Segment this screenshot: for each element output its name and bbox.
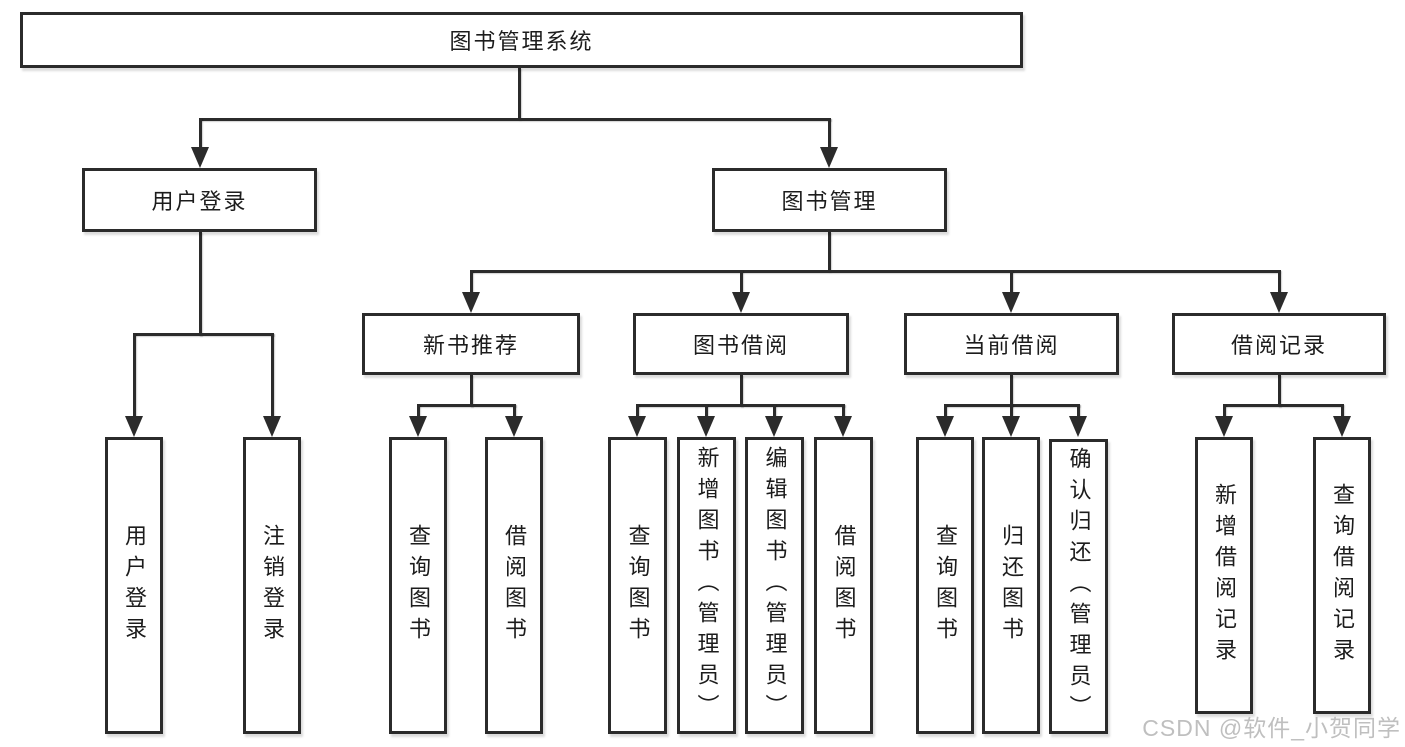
connector-newbook-drop2	[513, 404, 516, 418]
arrowhead-down	[628, 416, 646, 437]
node-label: 图书管理系统	[449, 29, 594, 54]
connector-current-drop2	[1010, 404, 1013, 418]
node-library-system: 图书管理系统	[20, 12, 1023, 68]
leaf-edit-book-admin: 编辑图书（管理员）	[745, 437, 804, 734]
node-label: 用户登录	[122, 523, 147, 648]
connector-newbook-drop1	[417, 404, 420, 418]
node-label: 查询图书	[625, 523, 651, 648]
node-label: 注销登录	[260, 523, 285, 648]
connector-borrow-stem	[740, 375, 743, 407]
node-label: 新增借阅记录	[1212, 482, 1237, 669]
node-label: 借阅图书	[502, 523, 527, 648]
node-current-borrow: 当前借阅	[904, 313, 1119, 375]
node-label: 用户登录	[151, 189, 248, 214]
arrowhead-down	[1002, 292, 1020, 313]
arrowhead-down	[1333, 416, 1351, 437]
arrowhead-down	[834, 416, 852, 437]
arrowhead-down	[191, 147, 209, 168]
arrowhead-down	[263, 416, 281, 437]
leaf-confirm-return-admin: 确认归还（管理员）	[1049, 439, 1108, 734]
connector-borrow-horizontal	[636, 404, 845, 407]
leaf-query-books-borrow: 查询图书	[608, 437, 667, 734]
connector-records-drop1	[1223, 404, 1226, 418]
node-label: 借阅记录	[1230, 333, 1327, 358]
node-user-login: 用户登录	[82, 168, 317, 232]
leaf-query-borrow-record: 查询借阅记录	[1313, 437, 1371, 714]
connector-root-stem	[518, 68, 521, 120]
arrowhead-down	[936, 416, 954, 437]
node-label: 查询图书	[933, 523, 958, 648]
node-label: 归还图书	[999, 523, 1024, 648]
node-label: 当前借阅	[963, 333, 1060, 358]
connector-l2-stem-left	[199, 118, 202, 149]
node-book-management: 图书管理	[712, 168, 947, 232]
connector-l3-drop2	[740, 270, 743, 294]
arrowhead-down	[765, 416, 783, 437]
node-label: 图书借阅	[692, 333, 789, 358]
node-label: 新增图书（管理员）	[694, 446, 720, 725]
leaf-borrow-books: 借阅图书	[814, 437, 873, 734]
connector-userlogin-horizontal	[133, 333, 274, 336]
node-label: 查询图书	[406, 523, 431, 648]
arrowhead-down	[1270, 292, 1288, 313]
arrowhead-down	[1069, 416, 1087, 437]
connector-records-drop2	[1341, 404, 1344, 418]
arrowhead-down	[505, 416, 523, 437]
connector-l3-drop1	[470, 270, 473, 294]
arrowhead-down	[820, 147, 838, 168]
connector-newbook-horizontal	[417, 404, 516, 407]
leaf-query-books-current: 查询图书	[916, 437, 974, 734]
connector-l3-horizontal	[470, 270, 1280, 273]
leaf-user-login: 用户登录	[105, 437, 163, 734]
connector-borrow-drop2	[705, 404, 708, 418]
arrowhead-down	[462, 292, 480, 313]
arrowhead-down	[697, 416, 715, 437]
node-new-book-recommend: 新书推荐	[362, 313, 580, 375]
connector-bookmgmt-stem	[828, 232, 831, 272]
node-label: 编辑图书（管理员）	[762, 446, 788, 725]
connector-current-drop3	[1077, 404, 1080, 418]
leaf-query-books-recommend: 查询图书	[389, 437, 447, 734]
connector-borrow-drop3	[773, 404, 776, 418]
arrowhead-down	[125, 416, 143, 437]
connector-userlogin-drop2	[271, 333, 274, 418]
connector-l2-horizontal	[199, 118, 831, 121]
leaf-borrow-books-recommend: 借阅图书	[485, 437, 543, 734]
node-book-borrow: 图书借阅	[633, 313, 849, 375]
node-borrow-records: 借阅记录	[1172, 313, 1386, 375]
connector-userlogin-stem	[199, 232, 202, 336]
node-label: 新书推荐	[422, 333, 519, 358]
node-label: 查询借阅记录	[1330, 482, 1355, 669]
node-label: 图书管理	[781, 189, 878, 214]
connector-l3-drop4	[1278, 270, 1281, 294]
node-label: 确认归还（管理员）	[1066, 447, 1092, 726]
connector-l2-stem-right	[828, 118, 831, 149]
leaf-add-book-admin: 新增图书（管理员）	[677, 437, 736, 734]
arrowhead-down	[1215, 416, 1233, 437]
connector-current-drop1	[944, 404, 947, 418]
connector-borrow-drop1	[636, 404, 639, 418]
connector-borrow-drop4	[842, 404, 845, 418]
arrowhead-down	[409, 416, 427, 437]
node-label: 借阅图书	[831, 523, 857, 648]
leaf-return-book: 归还图书	[982, 437, 1040, 734]
connector-userlogin-drop1	[133, 333, 136, 418]
watermark: CSDN @软件_小贺同学	[1142, 715, 1401, 741]
connector-records-horizontal	[1223, 404, 1343, 407]
connector-l3-drop3	[1010, 270, 1013, 294]
connector-newbook-stem	[470, 375, 473, 407]
connector-records-stem	[1278, 375, 1281, 407]
connector-current-stem	[1010, 375, 1013, 407]
leaf-add-borrow-record: 新增借阅记录	[1195, 437, 1253, 714]
leaf-logout: 注销登录	[243, 437, 301, 734]
arrowhead-down	[732, 292, 750, 313]
arrowhead-down	[1002, 416, 1020, 437]
